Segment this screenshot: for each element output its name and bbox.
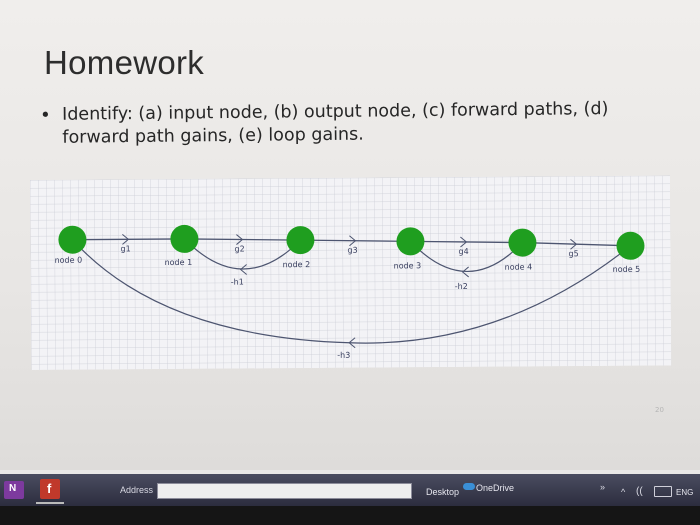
wifi-icon[interactable]: (( <box>636 486 643 497</box>
node-3-circle <box>396 227 425 256</box>
arrow-h1 <box>239 264 247 275</box>
node-4-circle <box>508 228 537 257</box>
facebook-glyph: f <box>47 481 52 496</box>
gain-g1-label: g1 <box>120 244 130 253</box>
gain-g2-label: g2 <box>234 245 244 254</box>
arrow-g4 <box>460 236 468 248</box>
node-5-label: node 5 <box>613 265 641 274</box>
address-input[interactable] <box>157 483 412 499</box>
gain-labels: g1 g2 g3 g4 g5 -h1 -h2 -h3 <box>120 244 578 360</box>
node-0-label: node 0 <box>55 256 83 265</box>
arrow-h3 <box>348 337 356 349</box>
arrow-g2 <box>236 234 244 245</box>
node-5-circle <box>616 231 645 260</box>
node-1-label: node 1 <box>165 258 193 267</box>
slide-number: 20 <box>655 406 664 414</box>
keyboard-icon[interactable] <box>654 486 672 497</box>
gain-g5-label: g5 <box>568 249 578 258</box>
slide-title: Homework <box>44 44 205 81</box>
grid-lines <box>30 175 672 370</box>
arrow-g5 <box>570 238 578 250</box>
address-label: Address <box>120 485 154 495</box>
windows-taskbar: N f Address Desktop OneDrive » ^ (( ENG <box>0 474 700 506</box>
arrowheads <box>122 233 578 349</box>
signal-flow-graph: node 0 node 1 node 2 node 3 node 4 node … <box>30 175 672 370</box>
arrow-g3 <box>349 235 357 247</box>
gain-h3-label: -h3 <box>337 351 350 360</box>
gain-g4-label: g4 <box>458 247 468 256</box>
arrow-g1 <box>122 233 130 245</box>
gain-g3-label: g3 <box>347 246 357 255</box>
node-2-circle <box>286 226 315 255</box>
onenote-icon[interactable]: N <box>4 481 24 499</box>
show-hidden-icons-caret-icon[interactable]: ^ <box>621 487 626 497</box>
desktop-toolbar-button[interactable]: Desktop <box>426 487 460 497</box>
toolbar-overflow-chevron-icon[interactable]: » <box>600 482 606 492</box>
bullet-line-2: forward path gains, (e) loop gains. <box>62 124 364 148</box>
feedback-arc-h1 <box>183 238 301 270</box>
onenote-glyph: N <box>9 483 17 494</box>
bullet-point: • Identify: (a) input node, (b) output n… <box>40 98 660 150</box>
active-app-indicator <box>36 502 64 504</box>
facebook-icon[interactable]: f <box>40 479 60 499</box>
node-labels: node 0 node 1 node 2 node 3 node 4 node … <box>55 256 641 274</box>
arrow-h2 <box>461 266 470 278</box>
monitor-bezel <box>0 506 700 525</box>
feedback-arc-h2 <box>410 240 523 272</box>
gain-h2-label: -h2 <box>455 282 468 291</box>
node-4-label: node 4 <box>505 262 533 271</box>
node-3-label: node 3 <box>394 261 422 270</box>
presentation-slide: Homework • Identify: (a) input node, (b)… <box>0 0 700 470</box>
onedrive-icon[interactable] <box>463 483 475 490</box>
node-1-circle <box>170 224 199 253</box>
bullet-dot: • <box>40 104 51 126</box>
nodes <box>58 224 645 260</box>
gain-h1-label: -h1 <box>231 278 244 287</box>
node-2-label: node 2 <box>283 260 311 269</box>
node-0-circle <box>58 225 87 254</box>
onedrive-label[interactable]: OneDrive <box>476 483 515 493</box>
language-indicator[interactable]: ENG <box>676 488 694 497</box>
